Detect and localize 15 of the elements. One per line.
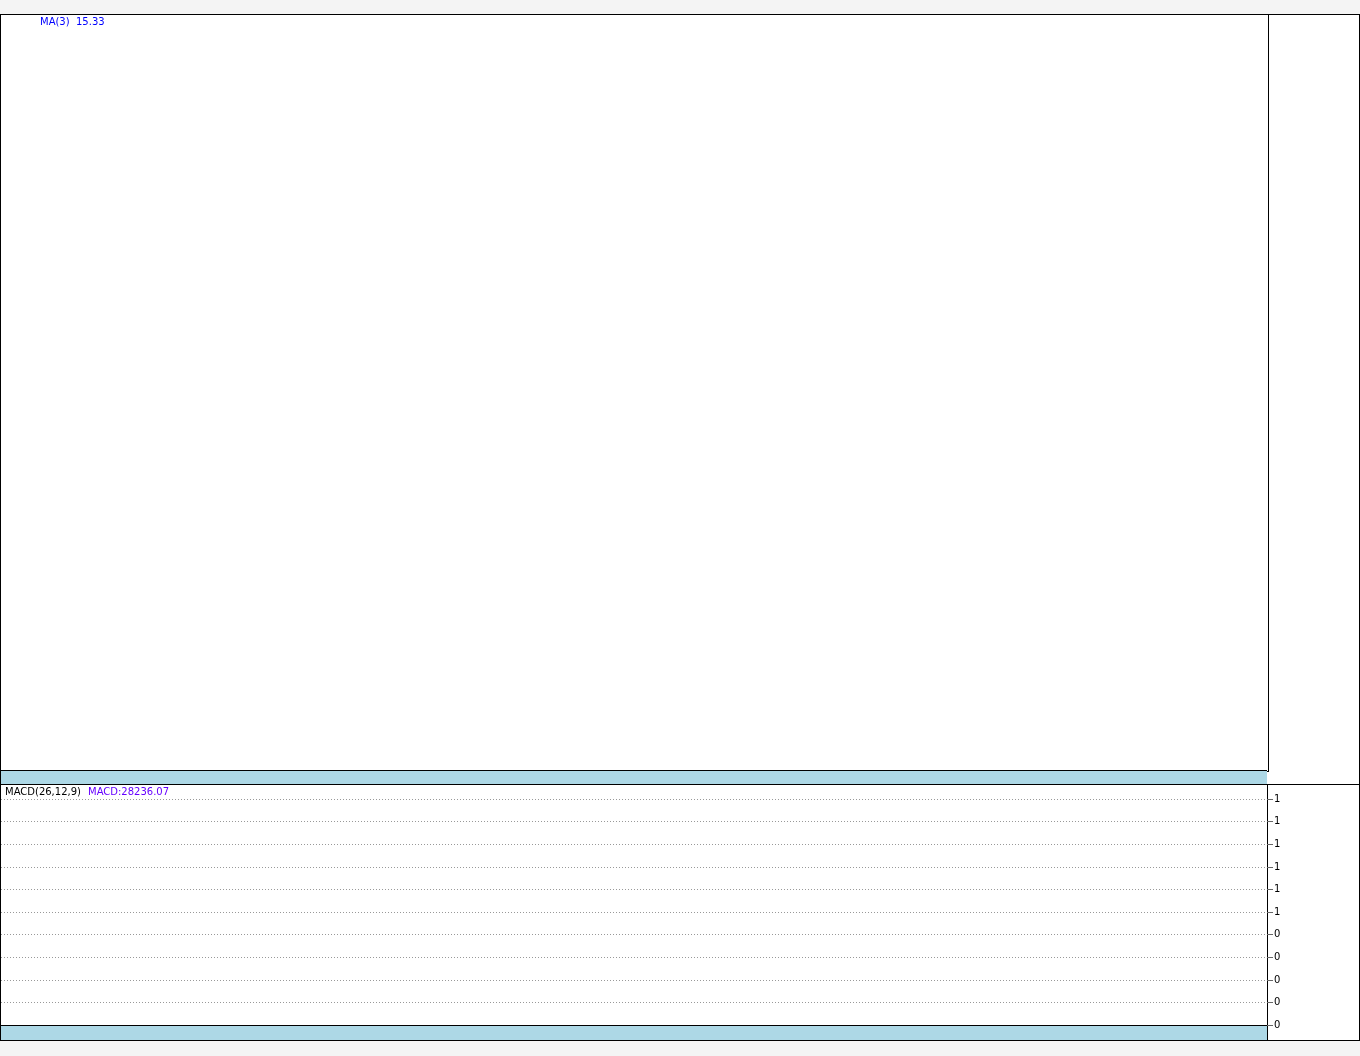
axis-tick-label: 0 bbox=[1274, 974, 1281, 986]
axis-tick-label: 1 bbox=[1274, 906, 1281, 918]
axis-tick-label: 0 bbox=[1274, 928, 1281, 940]
axis-tick-label: 0 bbox=[1274, 996, 1281, 1008]
axis-tick-label: 1 bbox=[1274, 815, 1281, 827]
axis-tick-label: 0 bbox=[1274, 1019, 1281, 1031]
axis-tick-label: 1 bbox=[1274, 883, 1281, 895]
axis-tick-label: 0 bbox=[1274, 951, 1281, 963]
axis-tick-label: 1 bbox=[1274, 838, 1281, 850]
axis-tick-label: 1 bbox=[1274, 861, 1281, 873]
indicator-value: MACD:28236.07 bbox=[88, 786, 170, 798]
indicator-value: 15.33 bbox=[76, 16, 105, 28]
indicator-label: MA(3) bbox=[40, 16, 70, 28]
indicator-label: MACD(26,12,9) bbox=[5, 786, 81, 798]
axis-tick-label: 1 bbox=[1274, 793, 1281, 805]
